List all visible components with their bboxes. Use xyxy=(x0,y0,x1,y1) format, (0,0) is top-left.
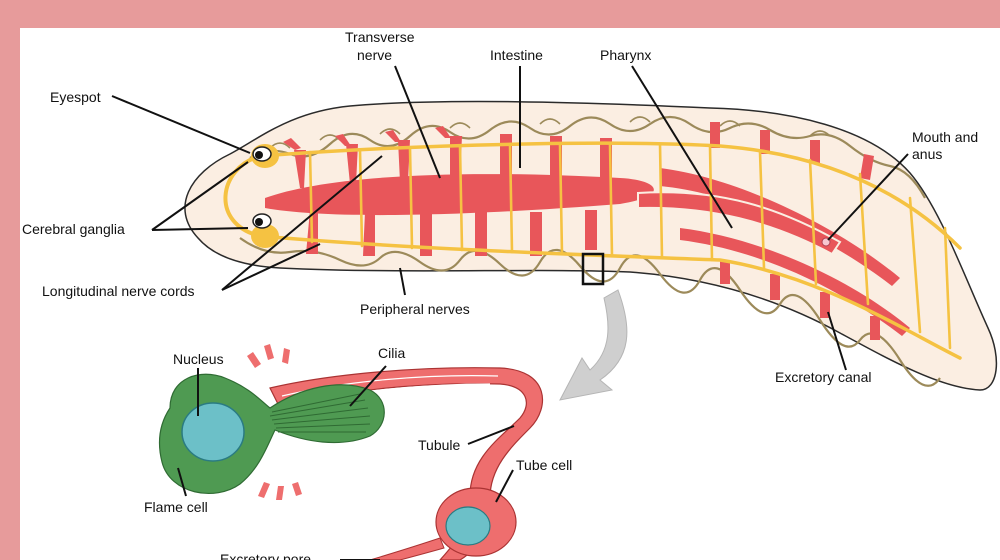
label-mouth-and-anus-line1: Mouth and xyxy=(912,129,978,145)
label-pharynx: Pharynx xyxy=(600,47,651,63)
label-excretory-canal: Excretory canal xyxy=(775,369,871,385)
label-peripheral-nerves: Peripheral nerves xyxy=(360,301,470,317)
label-cerebral-ganglia: Cerebral ganglia xyxy=(22,221,125,237)
diagram-canvas: Transverse nerve Intestine Pharynx Eyesp… xyxy=(20,28,1000,560)
flatworm-diagram: Transverse nerve Intestine Pharynx Eyesp… xyxy=(20,28,1000,560)
label-cilia: Cilia xyxy=(378,345,405,361)
tube-cell-nucleus xyxy=(446,507,490,545)
label-transverse-nerve-line1: Transverse xyxy=(345,29,415,45)
label-nucleus: Nucleus xyxy=(173,351,224,367)
zoom-arrow-icon xyxy=(560,290,627,400)
label-excretory-pore: Excretory pore xyxy=(220,551,311,560)
label-mouth-and-anus-line2: anus xyxy=(912,146,942,162)
label-tubule: Tubule xyxy=(418,437,461,453)
label-transverse-nerve-line2: nerve xyxy=(357,47,392,63)
label-tube-cell: Tube cell xyxy=(516,457,572,473)
excretory-detail xyxy=(160,344,543,560)
label-intestine: Intestine xyxy=(490,47,543,63)
label-longitudinal-nerve-cords: Longitudinal nerve cords xyxy=(42,283,195,299)
label-eyespot: Eyespot xyxy=(50,89,101,105)
label-flame-cell: Flame cell xyxy=(144,499,208,515)
